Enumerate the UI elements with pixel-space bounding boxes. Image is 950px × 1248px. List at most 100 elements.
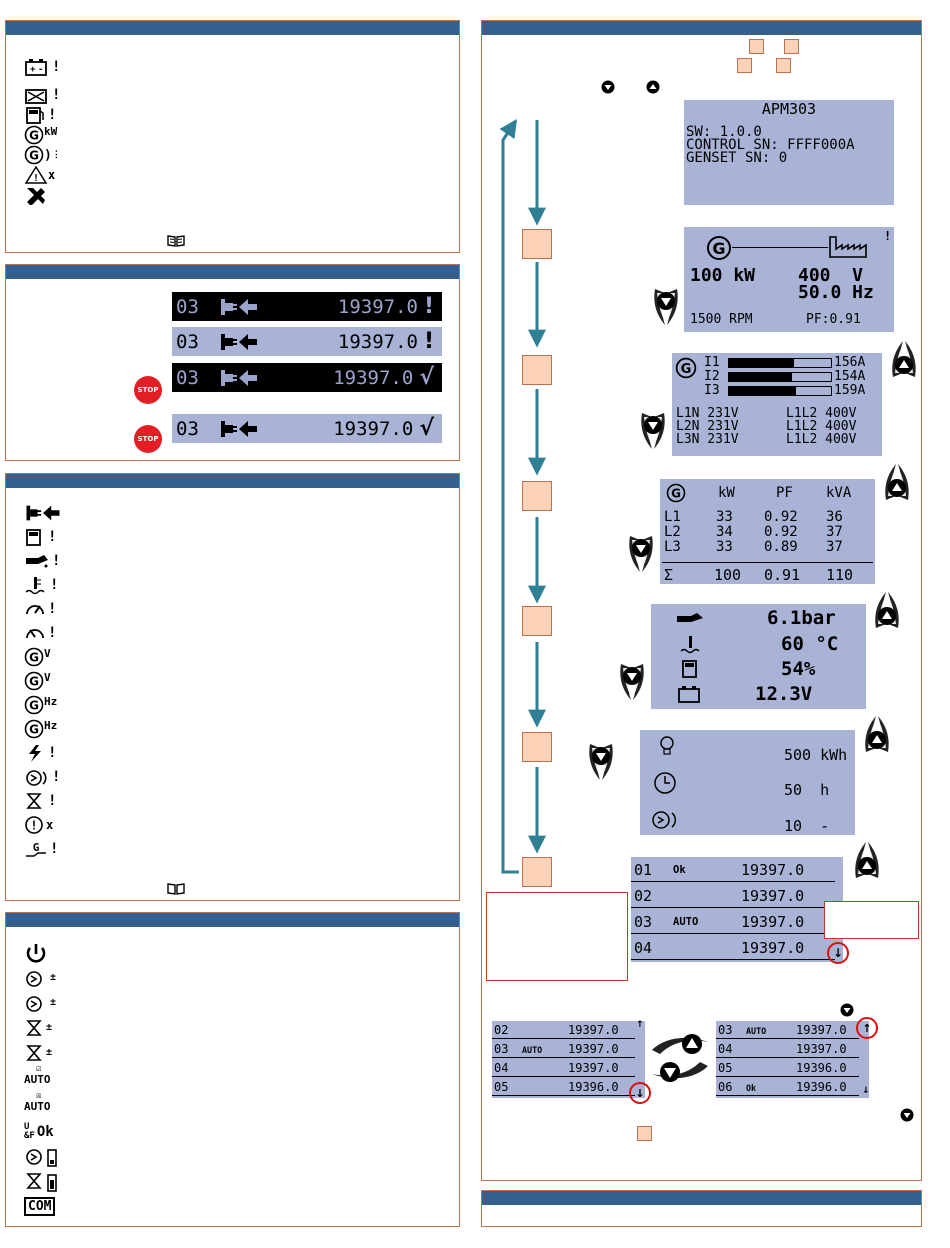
phase-kva: 37 [826, 539, 843, 555]
connection-line [732, 247, 828, 248]
current-value: 156A [834, 355, 866, 370]
battery-icon [678, 686, 700, 703]
down-button-icon[interactable] [617, 658, 647, 704]
row-number: 02 [634, 887, 653, 905]
clock-icon [654, 772, 676, 794]
up-button-icon[interactable] [852, 838, 882, 884]
step-square-2 [522, 355, 552, 385]
up-button-icon[interactable] [889, 337, 919, 383]
ground-fault-icon: G! [24, 837, 62, 861]
up-button-icon[interactable] [882, 460, 912, 506]
step-square-6 [522, 857, 552, 887]
down-button-icon [840, 1003, 854, 1017]
down-button-icon [601, 80, 615, 94]
battery-alarm-icon: +-! [24, 49, 61, 85]
down-button-icon[interactable] [626, 530, 656, 576]
current-label: I3 [704, 383, 720, 398]
line-voltage: L1L2 400V [786, 419, 857, 434]
display-navigation-panel [481, 20, 922, 1181]
lightbulb-icon [660, 736, 674, 755]
row-divider [631, 933, 835, 934]
row-divider [492, 1095, 635, 1096]
up-button-icon[interactable] [862, 712, 892, 758]
row-divider [492, 1038, 635, 1039]
row-divider [716, 1057, 859, 1058]
row-icon-label: AUTO [746, 1025, 767, 1036]
svg-text:!: ! [33, 173, 39, 184]
phase-kw: 34 [716, 524, 733, 540]
mains-return-icon [24, 501, 62, 525]
down-button-icon[interactable] [638, 407, 668, 453]
row-number: 04 [718, 1042, 733, 1057]
row-divider [716, 1076, 859, 1077]
row-number: 03 [634, 913, 653, 931]
scroll-arrows-icon[interactable] [646, 1024, 714, 1092]
stop-battery-icon [24, 1169, 60, 1194]
generator-underfrequency-icon: Hz [24, 717, 62, 741]
fuel-level-value: 54% [781, 658, 816, 680]
counters-screen: 500 kWh 50 h 10 - [640, 730, 855, 835]
phase-pf: 0.92 [764, 524, 798, 540]
row-number: 02 [494, 1023, 509, 1038]
engine-rpm: 1500 RPM [690, 312, 753, 327]
power-kw: 100 kW [690, 265, 756, 286]
sum-pf: 0.91 [764, 566, 801, 584]
start-fail-icon: ! [24, 765, 62, 789]
up-button-icon[interactable] [872, 588, 902, 634]
control-serial: CONTROL SN: FFFF000A [686, 137, 855, 153]
row-icon-label: AUTO [673, 916, 699, 928]
coolant-temp-value: 60 °C [781, 633, 839, 655]
alarm-row-active-dark: 03 19397.0 ! [172, 292, 442, 321]
current-bar-fill [729, 359, 795, 367]
alarm-row-confirmed-dark: 03 19397.0 √ [172, 363, 442, 392]
event-icon-list: ! ! ! ! ! V V Hz Hz ! ! ! !x G! [24, 501, 62, 861]
down-button-icon[interactable] [586, 738, 616, 784]
phase-voltage: L1N 231V [676, 406, 739, 421]
run-hours-counter: 50 h [784, 781, 830, 799]
checkmark-icon: √ [419, 416, 434, 441]
mains-return-icon [219, 330, 259, 354]
overspeed-icon: ! [24, 597, 62, 621]
pf-header: PF [776, 485, 793, 501]
note-box-left [486, 892, 628, 981]
coolant-temp-icon [680, 636, 700, 654]
phase-kw: 33 [716, 539, 733, 555]
sum-kw: 100 [714, 566, 742, 584]
main-measurement-screen: G ! 100 kW 400 V 50.0 Hz 1500 RPM PF:0.9… [684, 227, 894, 332]
screen-flow-diagram [499, 119, 546, 874]
frequency-hz: 50.0 Hz [798, 282, 874, 303]
phase-label: L2 [664, 524, 681, 540]
panel-header [6, 21, 459, 35]
row-icon-label: AUTO [522, 1044, 543, 1055]
manual-book-icon [166, 881, 186, 900]
kw-header: kW [718, 485, 735, 501]
current-label: I1 [704, 355, 720, 370]
generator-icon [666, 483, 686, 503]
current-value: 154A [834, 369, 866, 384]
phase-kw: 33 [716, 509, 733, 525]
svg-text:G: G [712, 239, 725, 258]
panel-header [482, 1191, 921, 1205]
start-command-icon: ± [24, 965, 60, 990]
down-button-icon[interactable] [651, 283, 681, 329]
row-value: 19397.0 [741, 887, 805, 905]
oil-pressure-icon [677, 613, 703, 622]
phase-voltage: L3N 231V [676, 432, 739, 447]
step-square-1 [522, 229, 552, 259]
generator-icon [675, 357, 697, 379]
scroll-down-indicator: ↓ [827, 942, 849, 964]
generator-overvoltage-icon: V [24, 645, 62, 669]
phase-label: L3 [664, 539, 681, 555]
current-bar [728, 372, 832, 382]
